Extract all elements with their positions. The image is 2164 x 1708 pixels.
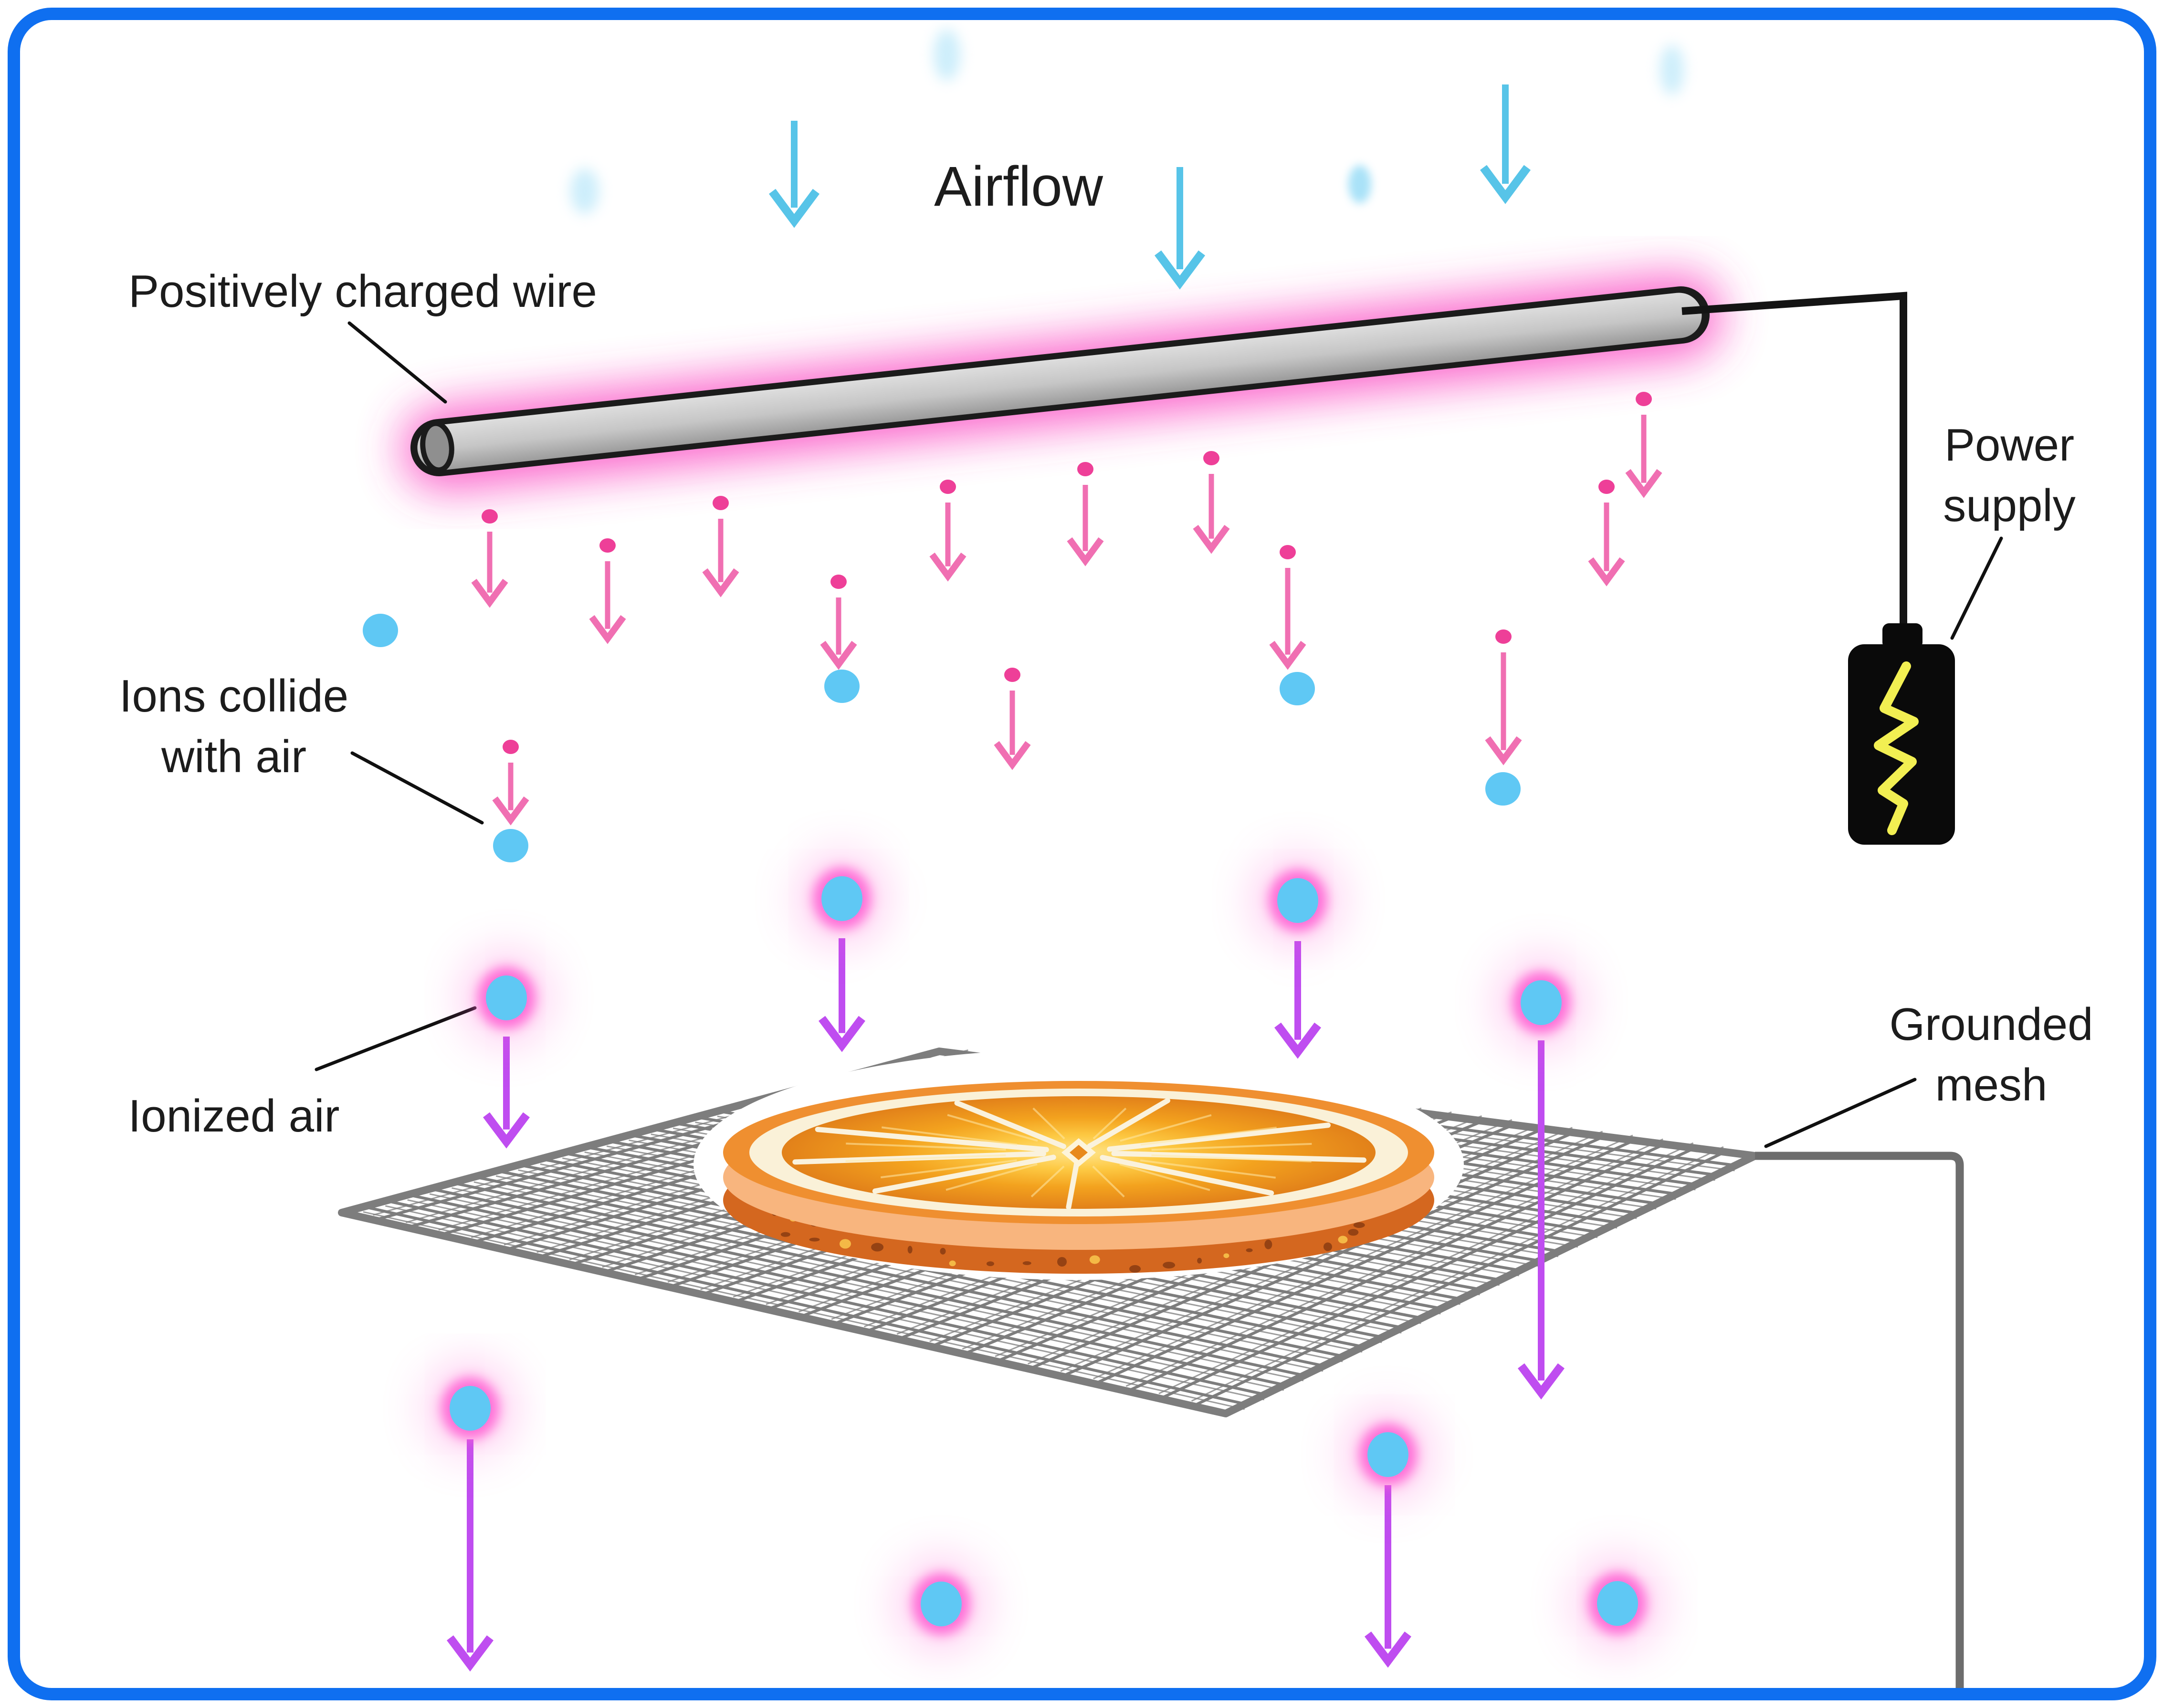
ionized-air-label: Ionized air xyxy=(43,1086,425,1147)
wire-end-cap xyxy=(420,420,454,473)
grounded-mesh-label: Grounded mesh xyxy=(1872,995,2111,1115)
ions-collide-label: Ions collide with air xyxy=(43,666,425,787)
ground-wire xyxy=(1755,1152,1964,1699)
grounded-mesh-line1: Grounded xyxy=(1889,999,2093,1050)
power-supply-line1: Power xyxy=(1944,419,2075,471)
leader-charged-wire xyxy=(347,321,447,404)
charged-wire-label: Positively charged wire xyxy=(76,262,649,322)
leader-grounded-mesh xyxy=(1764,1078,1917,1148)
airflow-text: Airflow xyxy=(934,155,1103,218)
charged-wire-text: Positively charged wire xyxy=(128,266,597,317)
lightning-bolt-icon xyxy=(1874,661,1919,835)
grounded-mesh-line2: mesh xyxy=(1935,1059,2048,1111)
airflow-label: Airflow xyxy=(899,150,1138,224)
ionized-air-text: Ionized air xyxy=(128,1090,340,1142)
power-supply-line2: supply xyxy=(1943,480,2076,531)
leader-ionized-air xyxy=(315,1006,477,1071)
ions-collide-line2: with air xyxy=(161,731,307,782)
leader-power-supply xyxy=(1950,536,2003,640)
ions-collide-line1: Ions collide xyxy=(119,671,349,722)
power-supply-label: Power supply xyxy=(1902,415,2117,536)
power-wire xyxy=(1681,292,1907,628)
power-supply-battery-icon xyxy=(1848,623,1955,845)
leader-ions-collide xyxy=(350,751,484,825)
orange-slice xyxy=(693,1049,1464,1280)
arrows-layer xyxy=(447,84,1662,1672)
positively-charged-wire xyxy=(410,286,1710,476)
